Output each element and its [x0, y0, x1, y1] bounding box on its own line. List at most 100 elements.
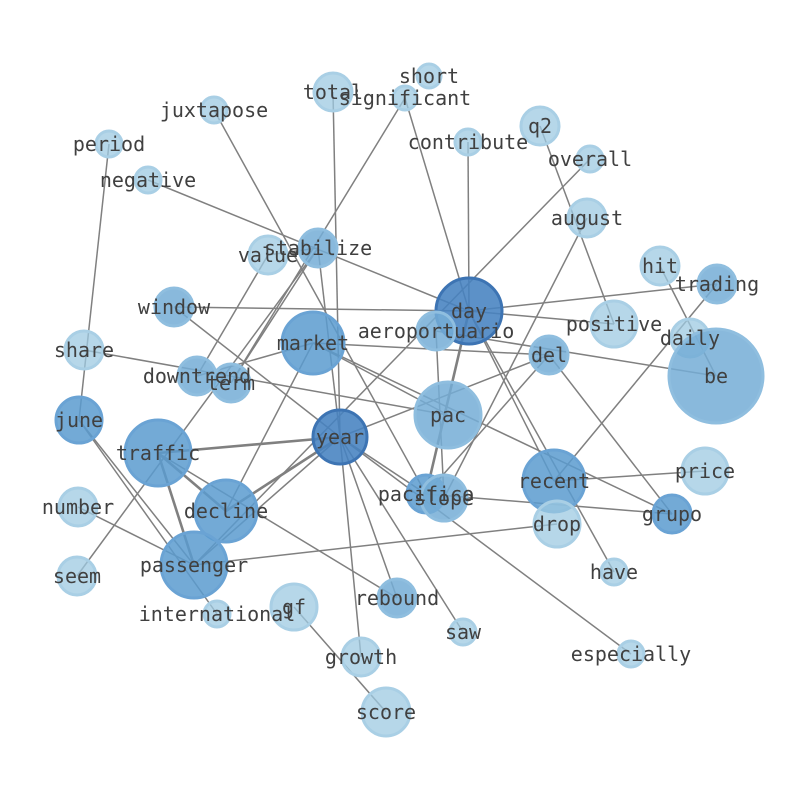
node-label-day: day — [451, 299, 487, 323]
node-label-june: june — [55, 408, 103, 432]
node-label-passenger: passenger — [140, 553, 248, 577]
edge-total-year — [332, 91, 341, 438]
edge-del-grupo — [548, 354, 673, 515]
edge-market-grupo — [312, 342, 673, 515]
node-label-market: market — [277, 331, 349, 355]
node-label-decline: decline — [184, 499, 268, 523]
node-label-q2: q2 — [528, 114, 552, 138]
node-label-positive: positive — [566, 312, 662, 336]
edge-significant-day — [404, 97, 470, 312]
node-contribute — [453, 127, 483, 157]
node-score — [360, 686, 412, 738]
node-saw — [448, 617, 478, 647]
node-drop — [532, 499, 582, 549]
node-juxtapose — [199, 95, 229, 125]
node-aeroportuario — [415, 310, 457, 352]
node-label-total: total — [303, 80, 363, 104]
node-seem — [56, 555, 98, 597]
node-label-hit: hit — [642, 254, 678, 278]
edge-juxtapose-pacifico — [213, 109, 427, 495]
node-overall — [575, 144, 605, 174]
node-passenger — [159, 530, 229, 600]
node-label-negative: negative — [100, 168, 196, 192]
node-pac — [413, 380, 483, 450]
node-number — [57, 486, 99, 528]
node-label-pac: pac — [430, 403, 466, 427]
node-label-traffic: traffic — [116, 441, 200, 465]
node-label-recent: recent — [518, 469, 590, 493]
edge-year-saw — [339, 436, 464, 633]
node-label-aeroportuario: aeroportuario — [358, 319, 515, 343]
node-year — [311, 408, 369, 466]
edge-year-especially — [339, 436, 632, 655]
node-label-slope: slope — [414, 486, 474, 510]
edge-day-have — [468, 310, 615, 573]
node-negative — [133, 165, 163, 195]
node-label-daily: daily — [660, 326, 720, 350]
node-label-significant: significant — [339, 86, 471, 110]
node-especially — [616, 639, 646, 669]
node-label-value: value — [238, 243, 298, 267]
node-label-be: be — [704, 364, 728, 388]
edge-window-day — [173, 306, 470, 312]
edge-trading-recent — [553, 283, 718, 482]
node-grupo — [651, 493, 693, 535]
node-term — [210, 362, 252, 404]
node-significant — [391, 84, 419, 112]
node-label-period: period — [73, 132, 145, 156]
node-layer — [54, 62, 765, 738]
edge-stabilize-seem — [76, 247, 319, 577]
node-positive — [589, 299, 639, 349]
node-have — [599, 557, 629, 587]
node-decline — [193, 478, 259, 544]
node-label-score: score — [356, 700, 416, 724]
node-label-price: price — [675, 459, 735, 483]
edge-passenger-drop — [193, 523, 558, 566]
node-label-growth: growth — [325, 645, 397, 669]
node-june — [54, 395, 104, 445]
node-window — [153, 286, 195, 328]
node-rebound — [376, 577, 418, 619]
node-label-trading: trading — [675, 272, 759, 296]
node-label-short: short — [399, 64, 459, 88]
edge-august-slope — [443, 217, 588, 499]
node-label-number: number — [42, 495, 114, 519]
node-label-international: international — [139, 602, 296, 626]
node-trading — [696, 263, 738, 305]
node-label-pacifico: pacifico — [378, 482, 474, 506]
node-label-gf: gf — [282, 595, 306, 619]
node-gf — [269, 582, 319, 632]
node-august — [566, 197, 608, 239]
edge-del-pacifico — [425, 354, 550, 495]
node-label-especially: especially — [571, 642, 691, 666]
node-label-rebound: rebound — [355, 586, 439, 610]
node-short — [415, 62, 443, 90]
node-label-august: august — [551, 206, 623, 230]
edge-period-june — [78, 143, 110, 421]
node-label-grupo: grupo — [642, 502, 702, 526]
node-label-downtrend: downtrend — [143, 364, 251, 388]
node-hit — [639, 245, 681, 287]
edge-value-downtrend — [196, 254, 269, 377]
node-traffic — [123, 418, 193, 488]
node-label-seem: seem — [53, 564, 101, 588]
node-label-saw: saw — [445, 620, 482, 644]
node-international — [202, 599, 232, 629]
node-label-year: year — [316, 425, 364, 449]
node-label-juxtapose: juxtapose — [160, 98, 268, 122]
node-del — [528, 334, 570, 376]
node-label-window: window — [138, 295, 211, 319]
node-total — [312, 71, 354, 113]
node-period — [94, 129, 124, 159]
node-price — [680, 446, 730, 496]
node-label-contribute: contribute — [408, 130, 528, 154]
edge-traffic-rebound — [157, 452, 398, 599]
node-label-share: share — [54, 338, 114, 362]
node-market — [280, 310, 346, 376]
node-label-have: have — [590, 560, 638, 584]
node-growth — [340, 636, 382, 678]
node-value — [247, 234, 289, 276]
node-share — [63, 329, 105, 371]
